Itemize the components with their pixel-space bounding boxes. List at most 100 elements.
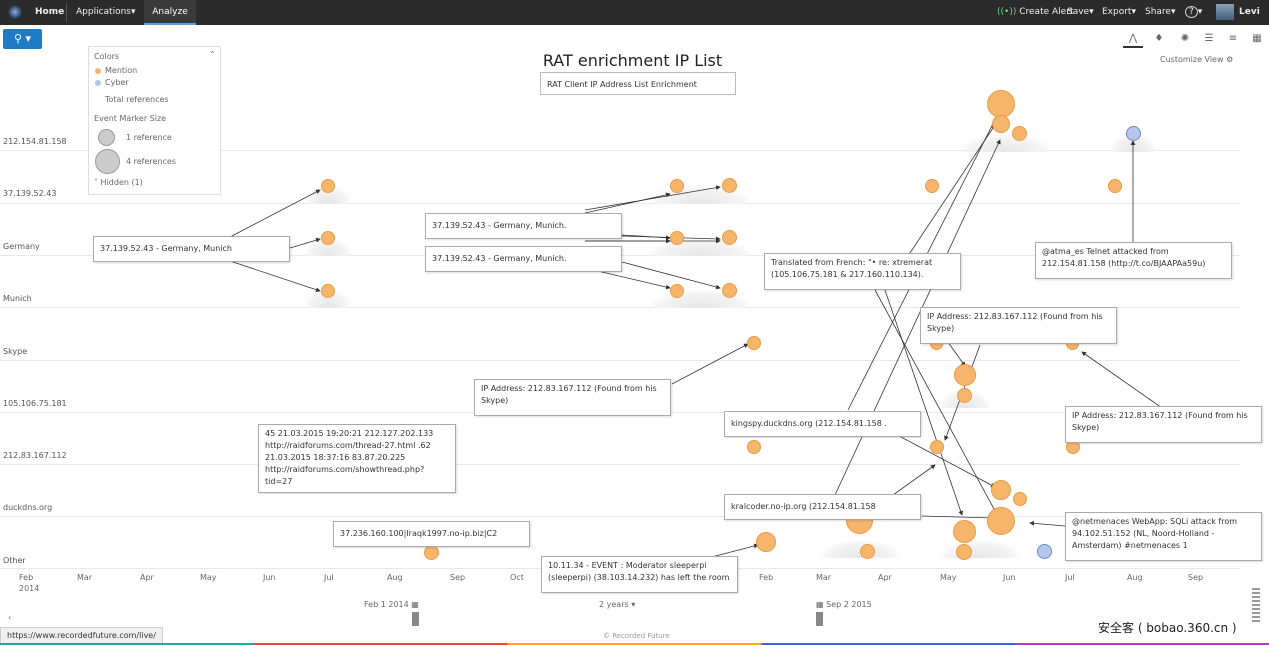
event-marker[interactable] — [722, 283, 737, 298]
row-divider — [0, 516, 1240, 517]
event-marker[interactable] — [722, 230, 737, 245]
event-marker[interactable] — [925, 179, 939, 193]
event-marker[interactable] — [860, 544, 875, 559]
collapse-legend-icon[interactable]: ⌃ — [209, 50, 216, 59]
event-marker[interactable] — [930, 440, 944, 454]
annotation-box[interactable]: 10.11.34 - EVENT : Moderator sleeperpi (… — [541, 556, 738, 593]
row-label-212-154-81-158[interactable]: 212.154.81.158 — [3, 137, 67, 146]
range-end-date[interactable]: ▦ Sep 2 2015 — [816, 600, 872, 609]
x-tick-label: Jun — [263, 573, 276, 582]
legend-total-references[interactable]: Total references — [105, 95, 169, 104]
row-label-105-106-75-181[interactable]: 105.106.75.181 — [3, 399, 67, 408]
event-marker[interactable] — [670, 231, 684, 245]
event-marker[interactable] — [670, 284, 684, 298]
row-label-other[interactable]: Other — [3, 556, 26, 565]
export-menu[interactable]: Export▾ — [1102, 0, 1136, 25]
recorded-future-logo-icon[interactable] — [7, 4, 23, 20]
scroll-left-icon[interactable]: ‹ — [8, 613, 12, 622]
chart-subtitle-field[interactable]: RAT Client IP Address List Enrichment — [540, 72, 736, 95]
x-tick-label: Feb — [759, 573, 774, 582]
nav-analyze-tab[interactable]: Analyze — [144, 0, 196, 25]
nav-home[interactable]: Home — [35, 7, 65, 17]
event-marker[interactable] — [756, 532, 776, 552]
event-marker[interactable] — [992, 115, 1010, 133]
event-marker[interactable] — [747, 336, 761, 350]
x-year-label: 2014 — [19, 584, 40, 593]
annotation-box[interactable]: IP Address: 212.83.167.112 (Found from h… — [1065, 406, 1262, 443]
range-span-select[interactable]: 2 years ▾ — [599, 600, 635, 609]
legend-mention[interactable]: Mention — [105, 66, 138, 75]
range-end-handle[interactable] — [816, 612, 823, 626]
event-marker[interactable] — [957, 388, 972, 403]
search-button[interactable]: ⚲ ▾ — [3, 29, 42, 49]
table-view-icon[interactable]: ☰ — [1204, 33, 1214, 44]
row-label-37-139-52-43[interactable]: 37.139.52.43 — [3, 189, 57, 198]
event-marker[interactable] — [722, 178, 737, 193]
reference-density-hill — [960, 134, 1050, 152]
list-view-icon[interactable]: ≡ — [1228, 33, 1238, 44]
cyber-event-marker[interactable] — [1126, 126, 1141, 141]
event-marker[interactable] — [956, 544, 972, 560]
event-marker[interactable] — [1013, 492, 1027, 506]
event-marker[interactable] — [953, 520, 976, 543]
event-marker[interactable] — [987, 90, 1015, 118]
save-menu[interactable]: Save▾ — [1067, 0, 1094, 25]
customize-view-button[interactable]: Customize View ⚙ — [1160, 55, 1233, 64]
create-alert-button[interactable]: ((•)) Create Alert — [997, 0, 1073, 25]
annotation-box[interactable]: 37.139.52.43 - Germany, Munich. — [425, 246, 622, 272]
event-marker[interactable] — [991, 480, 1011, 500]
user-menu[interactable]: Levi — [1239, 7, 1260, 17]
legend-hidden-toggle[interactable]: ˅ Hidden (1) — [94, 178, 143, 187]
row-label-munich[interactable]: Munich — [3, 294, 32, 303]
event-marker[interactable] — [1108, 179, 1122, 193]
map-view-icon[interactable]: ♦ — [1154, 33, 1164, 44]
annotation-box[interactable]: 37.139.52.43 - Germany, Munich — [93, 236, 290, 262]
event-marker[interactable] — [321, 284, 335, 298]
nav-applications[interactable]: Applications▾ — [76, 0, 136, 25]
annotation-box[interactable]: @netmenaces WebApp: SQLi attack from 94.… — [1065, 512, 1262, 561]
annotation-box[interactable]: 37.236.160.100|Iraqk1997.no-ip.biz|C2 — [333, 521, 530, 547]
x-tick-label: Aug — [1127, 573, 1143, 582]
legend-cyber[interactable]: Cyber — [105, 78, 129, 87]
chevron-down-icon: ˅ — [94, 178, 98, 187]
row-label-212-83-167-112[interactable]: 212.83.167.112 — [3, 451, 67, 460]
user-avatar[interactable] — [1216, 4, 1234, 20]
event-marker[interactable] — [321, 179, 335, 193]
chevron-down-icon: ▾ — [631, 600, 636, 609]
chevron-down-icon: ▾ — [1089, 7, 1094, 17]
cyber-event-marker[interactable] — [1037, 544, 1052, 559]
annotation-box[interactable]: Translated from French: "• re: xtremerat… — [764, 253, 961, 290]
annotation-box[interactable]: kralcoder.no-ip.org (212.154.81.158 — [724, 494, 921, 520]
event-marker[interactable] — [954, 364, 976, 386]
event-marker[interactable] — [1012, 126, 1027, 141]
share-menu[interactable]: Share▾ — [1145, 0, 1176, 25]
event-marker[interactable] — [747, 440, 761, 454]
cyber-color-swatch — [95, 80, 101, 86]
event-marker[interactable] — [987, 507, 1015, 535]
range-start-handle[interactable] — [412, 612, 419, 626]
range-start-date[interactable]: Feb 1 2014 ▦ — [364, 600, 419, 609]
row-label-germany[interactable]: Germany — [3, 242, 40, 251]
row-label-skype[interactable]: Skype — [3, 347, 28, 356]
divider — [66, 3, 67, 22]
columns-view-icon[interactable]: ▦ — [1252, 33, 1262, 44]
annotation-box[interactable]: 37.139.52.43 - Germany, Munich. — [425, 213, 622, 239]
annotation-box[interactable]: @atma_es Telnet attacked from 212.154.81… — [1035, 242, 1232, 279]
annotation-box[interactable]: IP Address: 212.83.167.112 (Found from h… — [474, 379, 671, 416]
event-marker[interactable] — [321, 231, 335, 245]
row-label-duckdns-org[interactable]: duckdns.org — [3, 503, 53, 512]
event-marker[interactable] — [424, 545, 439, 560]
annotation-box[interactable]: 45 21.03.2015 19:20:21 212.127.202.133 h… — [258, 424, 456, 493]
zoom-scale-slider[interactable] — [1252, 588, 1260, 622]
x-tick-label: Oct — [510, 573, 524, 582]
save-label: Save — [1067, 7, 1090, 17]
network-view-icon[interactable]: ✺ — [1180, 33, 1190, 44]
annotation-box[interactable]: IP Address: 212.83.167.112 (Found from h… — [920, 307, 1117, 344]
chevron-down-icon: ▾ — [1170, 7, 1176, 17]
event-marker[interactable] — [670, 179, 684, 193]
mention-color-swatch — [95, 68, 101, 74]
annotation-box[interactable]: kingspy.duckdns.org (212.154.81.158 . — [724, 411, 921, 437]
row-divider — [0, 464, 1240, 465]
help-menu[interactable]: ?▾ — [1185, 0, 1202, 25]
timeline-view-icon[interactable]: ⋀ — [1123, 32, 1143, 48]
